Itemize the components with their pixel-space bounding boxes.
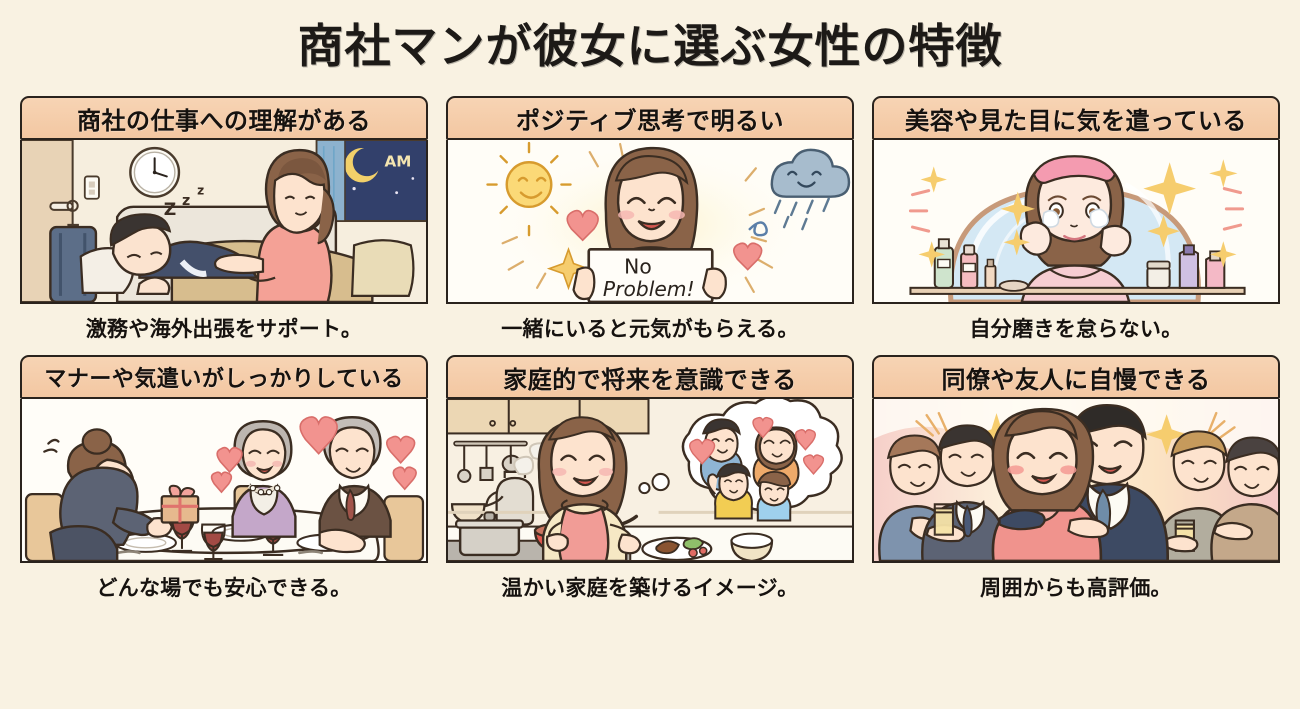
card-header-label-2: ポジティブ思考で明るい [515, 106, 785, 135]
cards-row-1: 商社の仕事への理解がある [0, 96, 1300, 343]
card-caption-4: どんな場でも安心できる。 [96, 576, 352, 600]
card-illustration-1: AM [20, 140, 428, 304]
cooking-kitchen-scene [448, 399, 852, 561]
card-header-label-6: 同僚や友人に自慢できる [941, 365, 1211, 394]
rain-cloud-icon [770, 148, 851, 231]
card-illustration-2: No Problem! [446, 140, 854, 304]
card-illustration-5 [446, 399, 854, 563]
sign-text-line1: No [624, 255, 652, 279]
card-positive-thinking[interactable]: ポジティブ思考で明るい [446, 96, 854, 343]
card-caption-3: 自分磨きを怠らない。 [969, 317, 1183, 341]
card-header-3: 美容や見た目に気を遣っている [872, 96, 1280, 140]
thought-bubble [638, 399, 843, 522]
sparkle-icon [546, 246, 591, 291]
heart-icon [566, 209, 599, 242]
card-caption-2: 一緒にいると元気がもらえる。 [501, 317, 799, 341]
gift-to-elderly-couple-scene [22, 399, 426, 561]
page-title: 商社マンが彼女に選ぶ女性の特徴 [297, 19, 1003, 73]
card-header-4: マナーや気遣いがしっかりしている [20, 355, 428, 399]
card-caption-1: 激務や海外出張をサポート。 [85, 317, 363, 341]
elderly-man [318, 416, 392, 554]
card-caption-6: 周囲からも高評価。 [980, 576, 1172, 600]
card-proud-to-show[interactable]: 同僚や友人に自慢できる [872, 355, 1280, 602]
svg-text:z: z [197, 184, 204, 198]
card-header-6: 同僚や友人に自慢できる [872, 355, 1280, 399]
sign-text-line2: Problem! [603, 277, 695, 301]
colleague-right-2 [1210, 436, 1278, 561]
card-beauty-care[interactable]: 美容や見た目に気を遣っている [872, 96, 1280, 343]
card-illustration-3 [872, 140, 1280, 304]
card-header-label-4: マナーや気遣いがしっかりしている [44, 367, 404, 392]
card-header-label-5: 家庭的で将来を意識できる [503, 365, 797, 394]
no-problem-sign-scene: No Problem! [448, 140, 852, 302]
card-header-label-3: 美容や見た目に気を遣っている [905, 106, 1247, 135]
card-manners[interactable]: マナーや気遣いがしっかりしている [20, 355, 428, 602]
svg-text:z: z [182, 193, 190, 209]
card-header-1: 商社の仕事への理解がある [20, 96, 428, 140]
card-header-2: ポジティブ思考で明るい [446, 96, 854, 140]
card-header-5: 家庭的で将来を意識できる [446, 355, 854, 399]
svg-text:AM: AM [384, 152, 411, 170]
sparkle-icon [918, 159, 1238, 268]
heart-icon [732, 242, 763, 271]
skincare-mirror-scene [874, 140, 1278, 302]
card-caption-5: 温かい家庭を築けるイメージ。 [501, 576, 799, 600]
sleeping-businessman-scene: AM [22, 140, 426, 302]
family-of-four [699, 418, 800, 522]
party-couple-scene [874, 399, 1278, 561]
card-illustration-6 [872, 399, 1280, 563]
cards-grid: 商社の仕事への理解がある [0, 96, 1300, 602]
card-illustration-4 [20, 399, 428, 563]
card-header-label-1: 商社の仕事への理解がある [77, 106, 371, 135]
card-family-oriented[interactable]: 家庭的で将来を意識できる [446, 355, 854, 602]
colleague-left-2 [921, 424, 1007, 561]
gift-box [160, 484, 200, 524]
headband [1032, 155, 1117, 184]
colleague-right-1 [1155, 430, 1236, 561]
svg-text:Z: Z [164, 200, 176, 220]
center-woman [991, 407, 1110, 561]
elderly-woman [231, 420, 297, 538]
bowing-woman [43, 428, 174, 561]
card-understanding-work[interactable]: 商社の仕事への理解がある [20, 96, 428, 343]
heart-icon [210, 416, 417, 494]
wine-glass [200, 523, 226, 560]
cards-row-2: マナーや気遣いがしっかりしている [0, 355, 1300, 602]
cooking-woman [537, 416, 642, 561]
heart-icon [689, 416, 825, 476]
smiling-sun-icon [486, 141, 572, 237]
